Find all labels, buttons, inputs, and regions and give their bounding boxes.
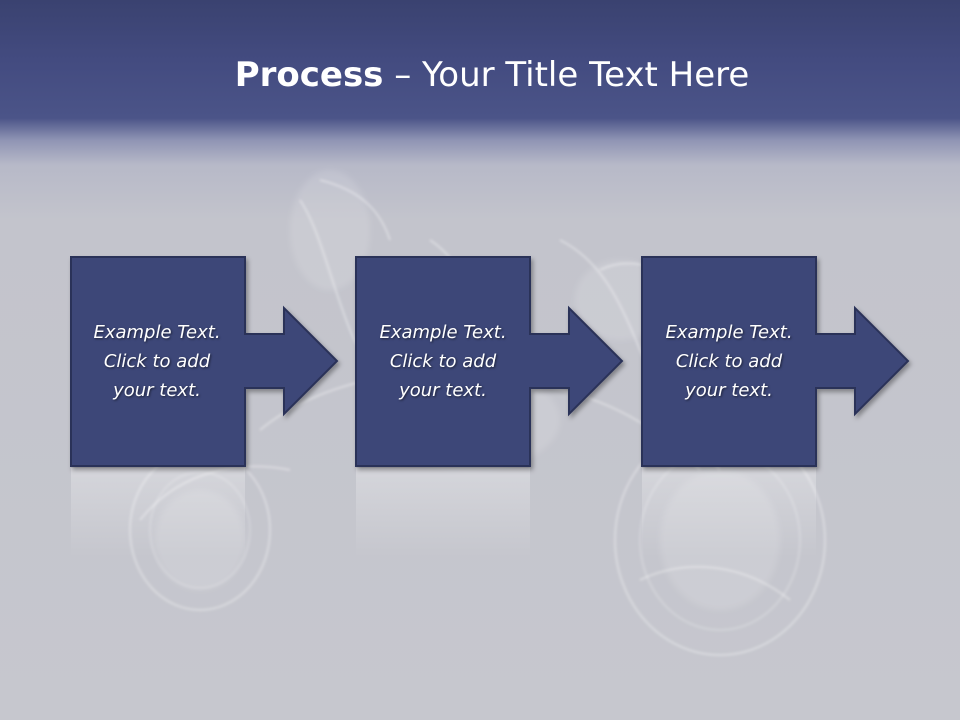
step-2-reflection (356, 468, 530, 558)
slide-title-strong: Process (234, 55, 384, 95)
slide-title: Process – Your Title Text Here (0, 48, 960, 102)
slide-title-rest: – Your Title Text Here (383, 55, 750, 95)
step-1-reflection (71, 468, 245, 558)
step-3-reflection (642, 468, 816, 558)
step-2-text[interactable]: Example Text. Click to add your text. (379, 321, 507, 401)
step-2[interactable] (355, 256, 624, 467)
step-3[interactable] (641, 256, 910, 467)
step-2-arrow-shape (355, 256, 624, 467)
step-1[interactable] (70, 256, 339, 467)
step-1-arrow-shape (70, 256, 339, 467)
step-3-text[interactable]: Example Text. Click to add your text. (665, 321, 793, 401)
step-1-text[interactable]: Example Text. Click to add your text. (93, 321, 221, 401)
reflections (71, 468, 816, 558)
step-3-arrow-shape (641, 256, 910, 467)
